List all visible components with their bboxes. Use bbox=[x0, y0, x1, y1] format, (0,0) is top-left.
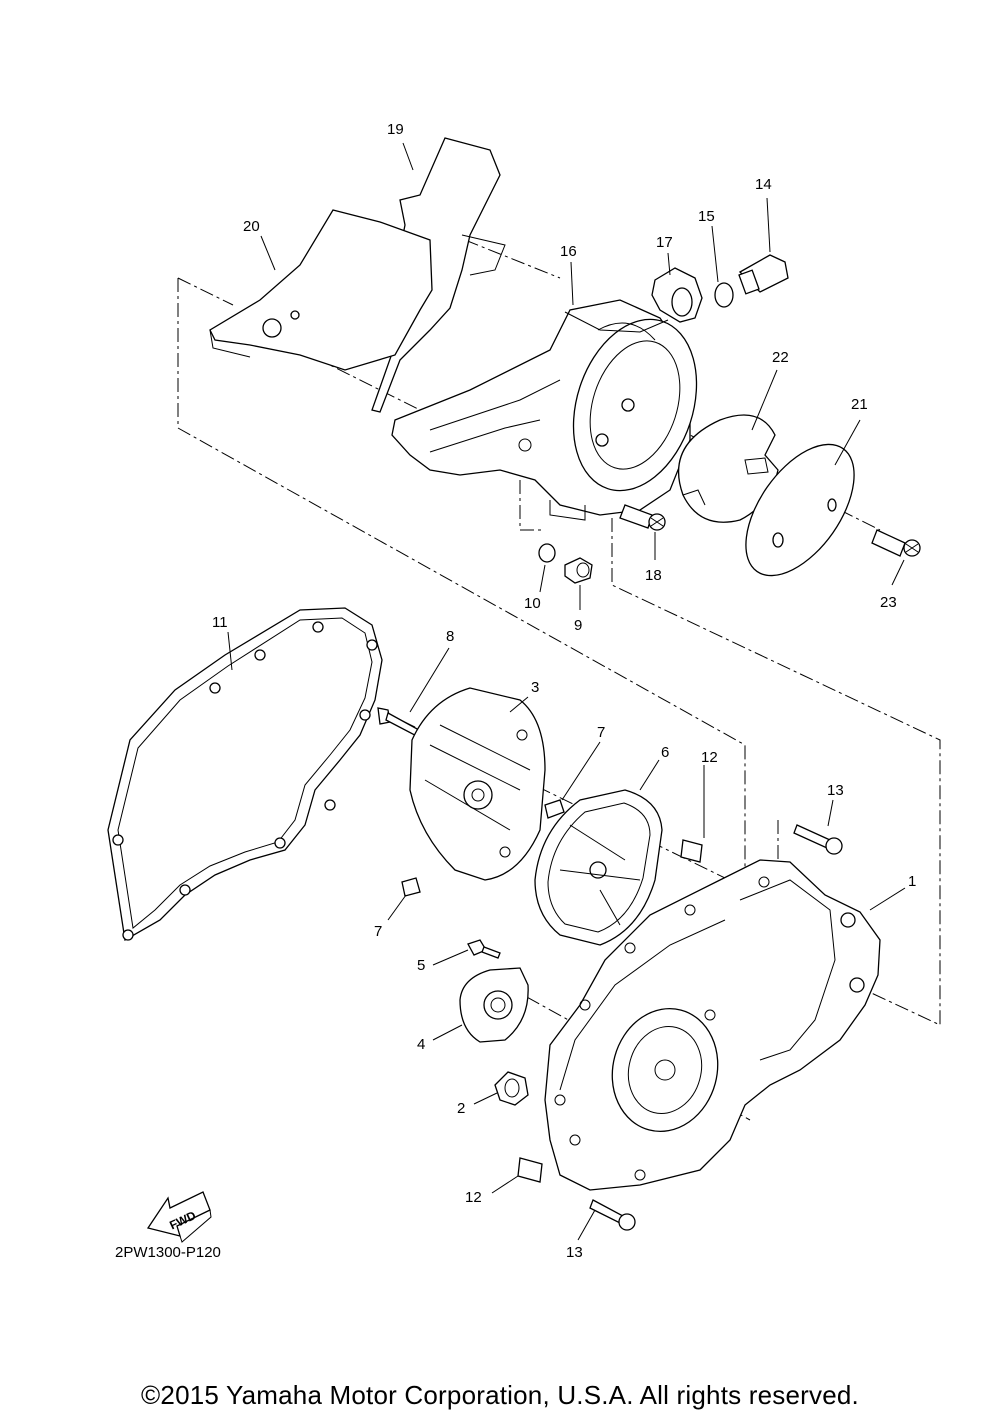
callout-23: 23 bbox=[880, 594, 897, 611]
callout-16: 16 bbox=[560, 243, 577, 260]
part-14-plug bbox=[738, 254, 789, 295]
part-13-bolt-lower bbox=[589, 1199, 636, 1231]
part-7-dowel-pin-lower bbox=[401, 877, 421, 897]
callout-19: 19 bbox=[387, 121, 404, 138]
callout-4: 4 bbox=[417, 1036, 425, 1053]
part-19-shield-panel bbox=[371, 137, 506, 413]
callout-15: 15 bbox=[698, 208, 715, 225]
callout-12-lower: 12 bbox=[465, 1189, 482, 1206]
callout-21: 21 bbox=[851, 396, 868, 413]
part-12-dowel-pin-lower bbox=[517, 1157, 543, 1183]
callout-5: 5 bbox=[417, 957, 425, 974]
callout-1: 1 bbox=[908, 873, 916, 890]
part-6-gasket bbox=[534, 789, 663, 946]
callout-22: 22 bbox=[772, 349, 789, 366]
part-2-seal bbox=[494, 1071, 529, 1106]
part-1-crankcase-cover bbox=[544, 859, 881, 1191]
callout-13-lower: 13 bbox=[566, 1244, 583, 1261]
callout-6: 6 bbox=[661, 744, 669, 761]
callout-9: 9 bbox=[574, 617, 582, 634]
part-12-dowel-pin-upper bbox=[680, 839, 703, 863]
part-4-retainer-plate bbox=[459, 967, 529, 1043]
part-16-air-shroud bbox=[391, 299, 698, 521]
leader-lines bbox=[227, 142, 906, 1241]
callout-13-upper: 13 bbox=[827, 782, 844, 799]
callout-2: 2 bbox=[457, 1100, 465, 1117]
callout-18: 18 bbox=[645, 567, 662, 584]
callout-7-upper: 7 bbox=[597, 724, 605, 741]
callout-14: 14 bbox=[755, 176, 772, 193]
part-18-screw bbox=[619, 504, 666, 531]
callout-numbers: 1 2 3 4 5 6 7 7 8 9 10 11 12 12 13 13 14… bbox=[212, 121, 916, 1261]
part-23-screw bbox=[871, 529, 921, 557]
copyright-notice: ©2015 Yamaha Motor Corporation, U.S.A. A… bbox=[141, 1380, 859, 1410]
part-3-inner-cover bbox=[409, 687, 546, 881]
part-13-bolt-upper bbox=[793, 824, 843, 855]
drawing-code: 2PW1300-P120 bbox=[115, 1244, 221, 1261]
callout-17: 17 bbox=[656, 234, 673, 251]
part-10-o-ring bbox=[538, 543, 556, 563]
callout-12-upper: 12 bbox=[701, 749, 718, 766]
part-22-cover-plate bbox=[677, 414, 779, 523]
callout-7-lower: 7 bbox=[374, 923, 382, 940]
part-17-grommet bbox=[651, 267, 703, 323]
callout-10: 10 bbox=[524, 595, 541, 612]
part-15-o-ring bbox=[714, 282, 734, 308]
callout-11: 11 bbox=[212, 614, 228, 631]
callout-3: 3 bbox=[531, 679, 539, 696]
part-9-plug bbox=[564, 557, 593, 584]
callout-20: 20 bbox=[243, 218, 260, 235]
part-21-gasket-plate bbox=[745, 443, 855, 577]
fwd-arrow-icon: FWD bbox=[146, 1191, 212, 1243]
callout-8: 8 bbox=[446, 628, 454, 645]
part-11-cover-gasket bbox=[107, 607, 383, 942]
part-20-shield-plate bbox=[209, 209, 433, 371]
part-7-dowel-pin-upper bbox=[544, 799, 565, 819]
part-5-screw bbox=[467, 939, 501, 959]
